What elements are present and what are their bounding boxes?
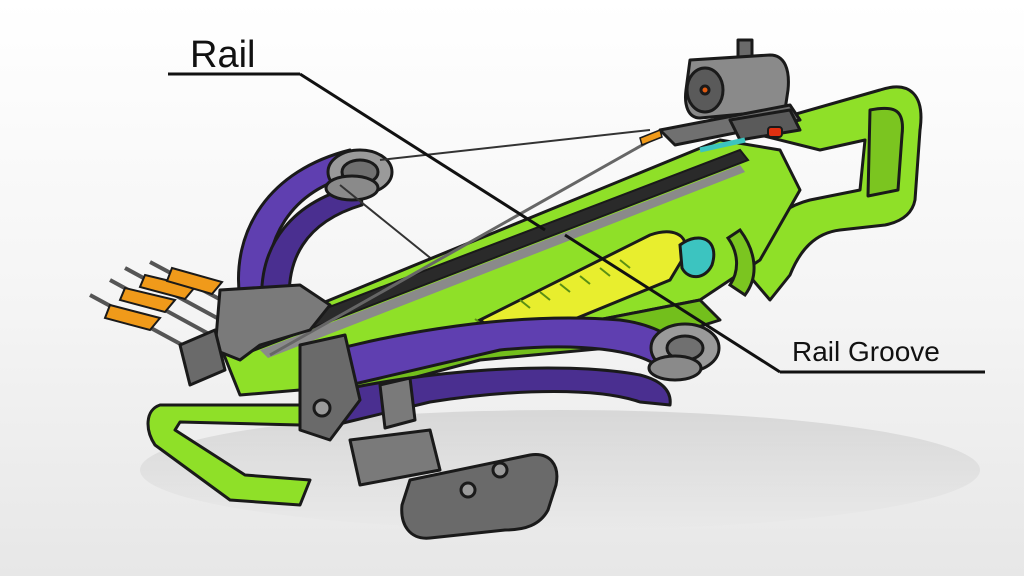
rail-label: Rail — [190, 34, 256, 76]
lower-cam — [647, 322, 721, 382]
loaded-bolt — [269, 128, 746, 357]
safety-switch — [767, 126, 783, 138]
upper-cam — [324, 148, 394, 202]
scope — [658, 38, 802, 147]
riser — [178, 283, 332, 387]
groove-leader — [564, 233, 781, 374]
limb-pocket — [298, 333, 417, 442]
stirrup — [146, 403, 312, 507]
trigger — [678, 227, 756, 298]
rail-leader — [299, 72, 546, 232]
callout-lines — [168, 72, 985, 374]
ground-shadow — [140, 410, 980, 530]
rail-groove-label: Rail Groove — [792, 336, 940, 367]
rail-highlight — [260, 165, 745, 358]
quiver-holder — [348, 428, 559, 540]
rail-groove-fill — [477, 230, 688, 337]
